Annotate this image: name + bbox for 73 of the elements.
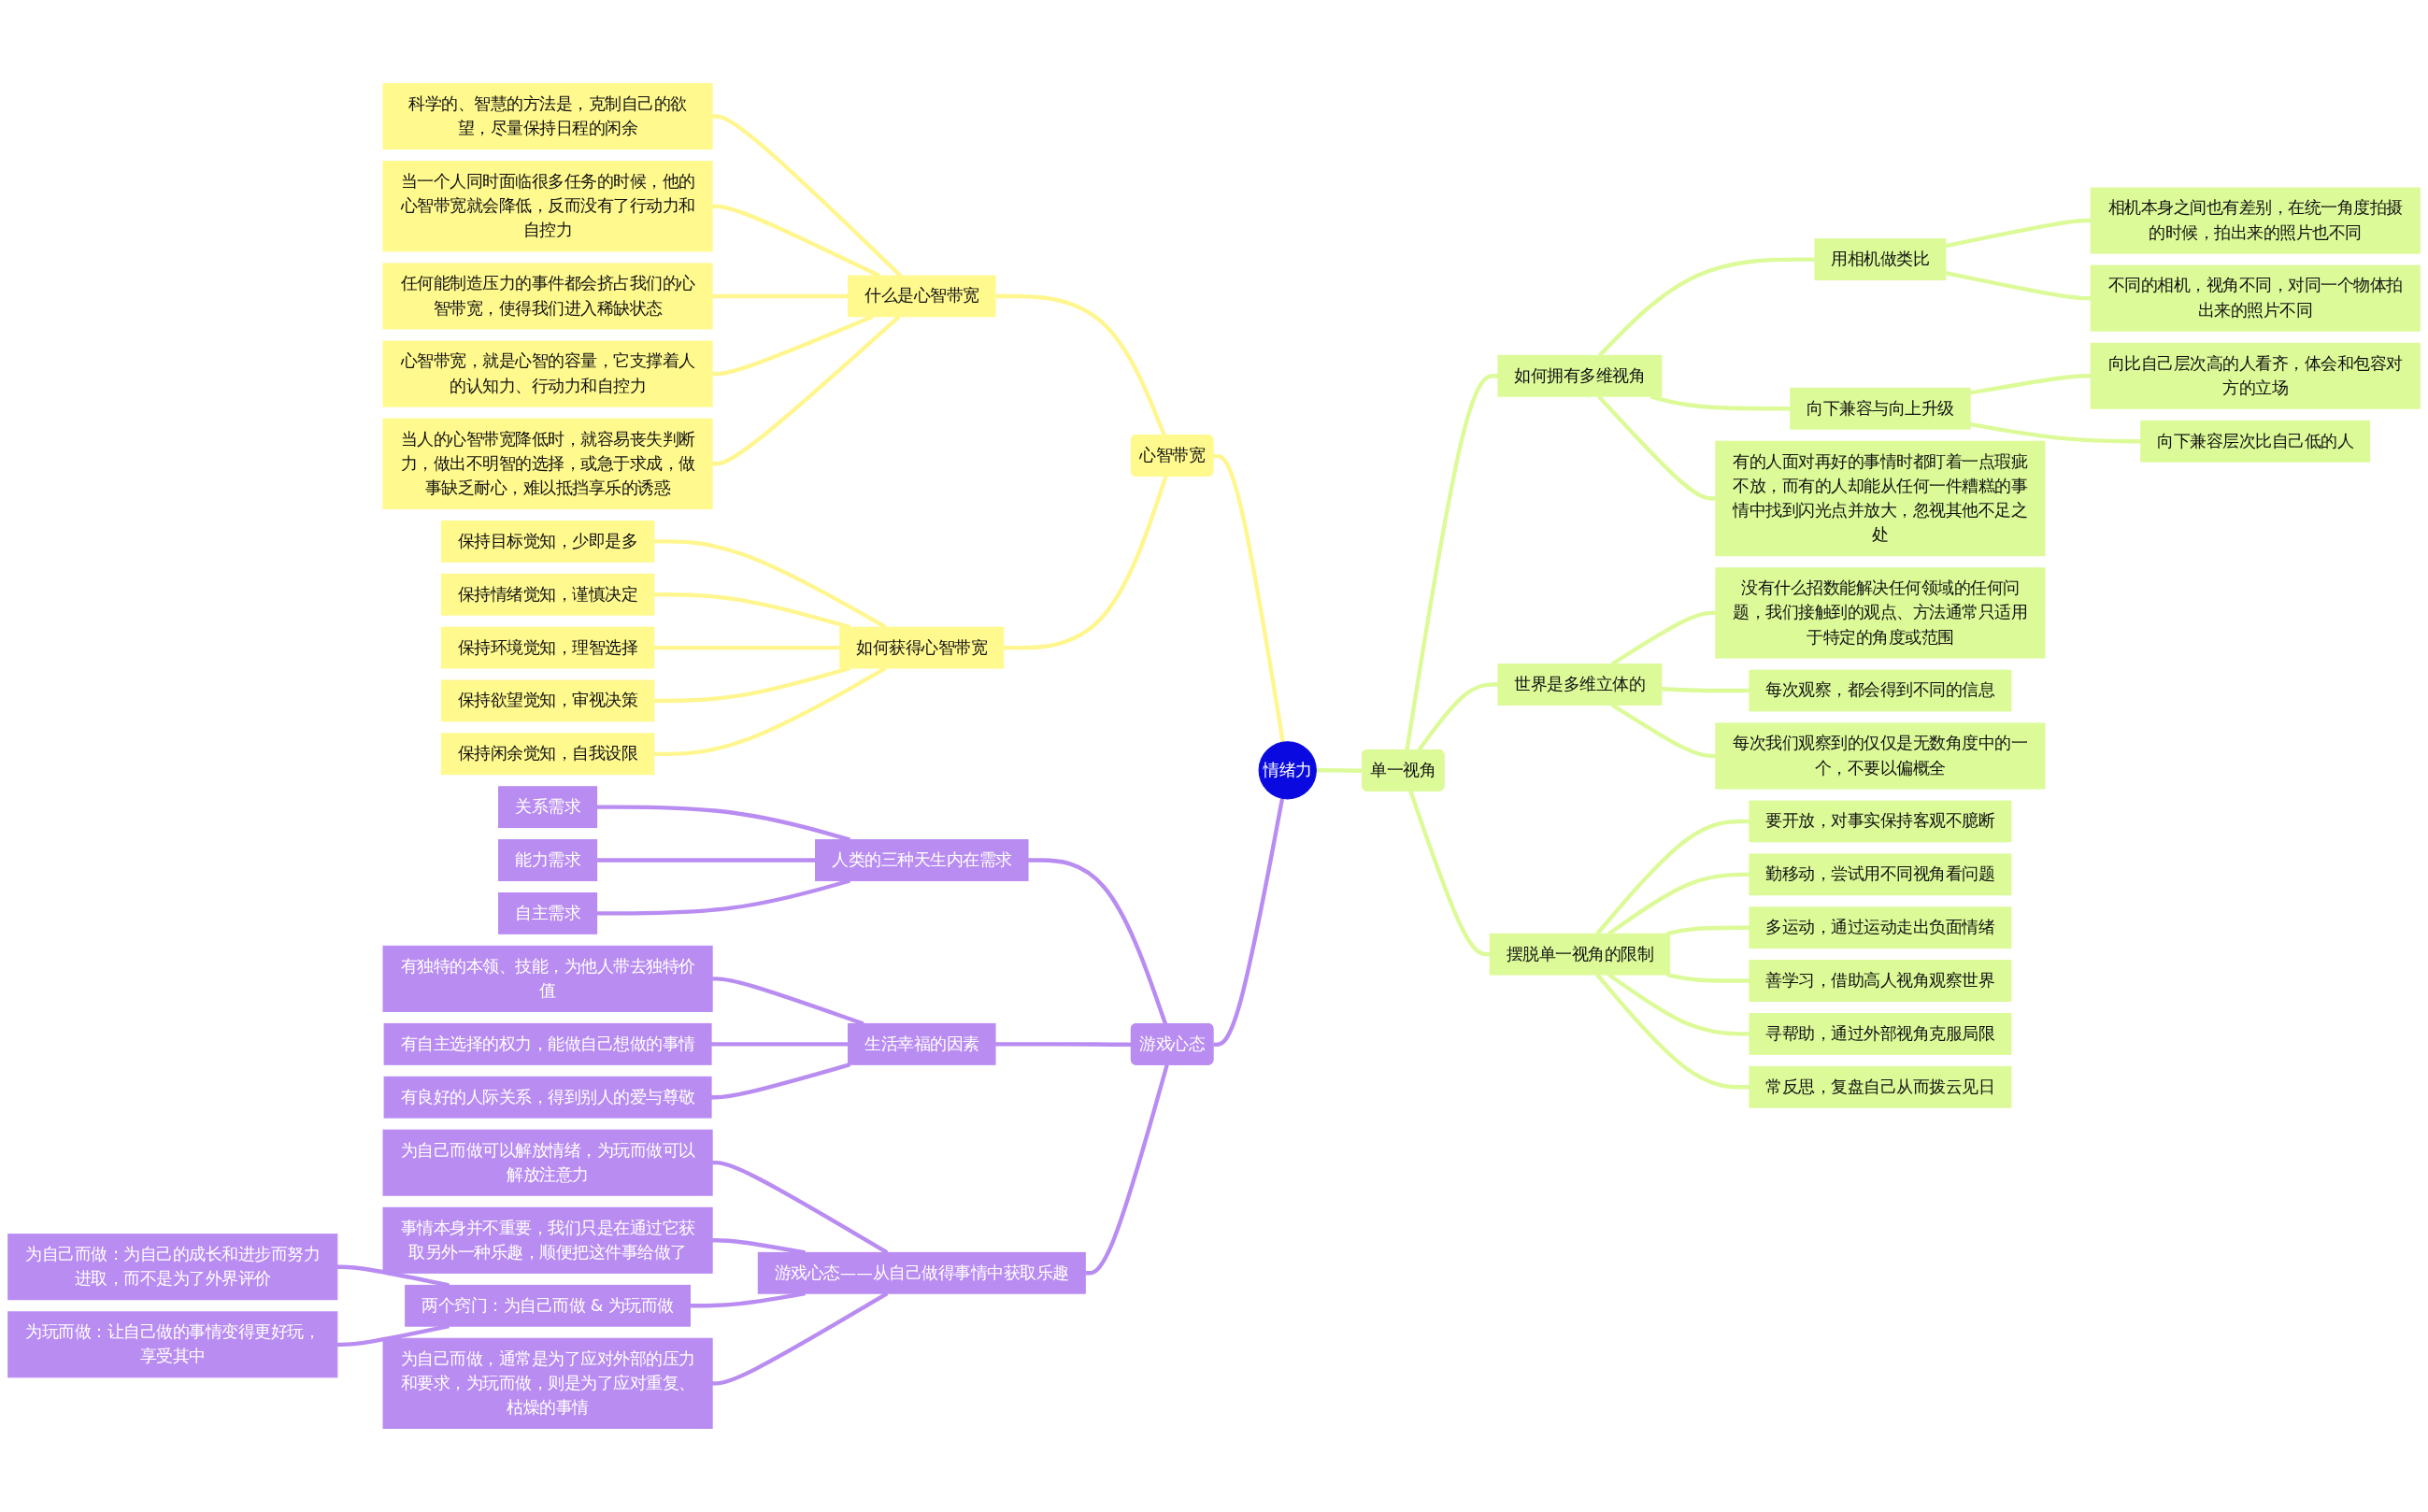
connector <box>1213 453 1285 743</box>
node-box: 勤移动，尝试用不同视角看问题 <box>1749 853 2012 896</box>
node-box: 有自主选择的权力，能做自己想做的事情 <box>383 1022 712 1065</box>
node-box: 两个窍门：为自己而做 & 为玩而做 <box>405 1284 691 1327</box>
node-box: 有的人面对再好的事情时都盯着一点瑕疵不放，而有的人却能从任何一件糟糕的事情中找到闪光点并放大，忽视其他不足之处 <box>1715 440 2046 557</box>
node-box: 当人的心智带宽降低时，就容易丧失判断力，做出不明智的选择，或急于求成，做事缺乏耐心，难以抵挡享乐的诱惑 <box>382 418 713 509</box>
node-box: 生活幸福的因素 <box>848 1022 996 1065</box>
node-box: 任何能制造压力的事件都会挤占我们的心智带宽，使得我们进入稀缺状态 <box>382 263 713 330</box>
connector <box>1085 1064 1169 1276</box>
node-box: 向下兼容与向上升级 <box>1790 387 1971 430</box>
node-box: 事情本身并不重要，我们只是在通过它获取另外一种乐趣，顺便把这件事给做了 <box>382 1206 713 1274</box>
node-box: 为自己而做可以解放情绪，为玩而做可以解放注意力 <box>382 1129 713 1196</box>
node-box: 常反思，复盘自己从而拨云见日 <box>1749 1065 2012 1108</box>
node-box: 如何获得心智带宽 <box>839 626 1005 669</box>
connector <box>1028 858 1168 1025</box>
node-box: 寻帮助，通过外部视角克服局限 <box>1749 1013 2012 1055</box>
node-box: 没有什么招数能解决任何领域的任何问题，我们接触到的观点、方法通常只适用于特定的角度或范围 <box>1715 567 2046 659</box>
connector <box>1595 819 1750 935</box>
node-box: 为自己而做，通常是为了应对外部的压力和要求，为玩而做，则是为了应对重复、枯燥的事情 <box>382 1337 713 1430</box>
node-box: 有独特的本领、技能，为他人带去独特价值 <box>382 945 713 1012</box>
connector <box>596 858 816 863</box>
connector <box>712 293 849 299</box>
node-box: 向比自己层次高的人看齐，体会和包容对方的立场 <box>2090 342 2421 409</box>
node-box: 能力需求 <box>498 839 598 881</box>
node-box: 如何拥有多维视角 <box>1497 354 1663 397</box>
connector <box>1661 687 1750 693</box>
connector <box>1665 925 1750 936</box>
node-box: 关系需求 <box>498 786 598 829</box>
connector <box>1945 270 2092 301</box>
connector <box>711 1063 851 1100</box>
connector <box>1003 476 1168 650</box>
connector <box>653 666 887 756</box>
node-box: 摆脱单一视角的限制 <box>1489 933 1671 976</box>
node-box: 要开放，对事实保持客观不臆断 <box>1749 800 2012 843</box>
connector <box>1650 394 1791 411</box>
node-box: 为自己而做：为自己的成长和进步而努力进取，而不是为了外界评价 <box>7 1234 338 1301</box>
node-box: 保持欲望觉知，审视决策 <box>440 679 655 722</box>
node-box: 每次我们观察到的仅仅是无数角度中的一个，不要以偏概全 <box>1715 722 2046 790</box>
node-box: 什么是心智带宽 <box>848 275 996 318</box>
node-box: 保持情绪觉知，谨慎决定 <box>440 573 655 616</box>
node-box: 游戏心态——从自己做得事情中获取乐趣 <box>757 1251 1086 1294</box>
connector <box>712 315 901 466</box>
node-box: 保持闲余觉知，自我设限 <box>440 733 655 776</box>
connector <box>653 645 840 650</box>
node-box: 当一个人同时面临很多任务的时候，他的心智带宽就会降低，反而没有了行动力和自控力 <box>382 161 713 252</box>
node-box: 相机本身之间也有差别，在统一角度拍摄的时候，拍出来的照片也不同 <box>2090 187 2421 254</box>
connector <box>1213 798 1285 1048</box>
connector <box>1598 257 1815 357</box>
connector <box>712 114 903 278</box>
node-box: 心智带宽，就是心智的容量，它支撑着人的认知力、行动力和自控力 <box>382 340 713 407</box>
connector <box>1607 872 1750 936</box>
node-box: 不同的相机，视角不同，对同一个物体拍出来的照片不同 <box>2090 264 2421 332</box>
connector <box>711 1042 849 1047</box>
connector <box>1408 791 1491 957</box>
node-circle: 情绪力 <box>1258 741 1317 800</box>
connector <box>1945 218 2092 249</box>
node-box: 保持目标觉知，少即是多 <box>440 520 655 563</box>
connector <box>1405 374 1498 751</box>
connector <box>1607 973 1750 1036</box>
node-box: 用相机做类比 <box>1814 238 1947 280</box>
node-box: 人类的三种天生内在需求 <box>815 839 1029 881</box>
connector <box>1665 972 1750 983</box>
node-box: 多运动，通过运动走出负面情绪 <box>1749 906 2012 949</box>
node-box: 世界是多维立体的 <box>1497 663 1663 706</box>
node-box: 科学的、智慧的方法是，克制自己的欲望，尽量保持日程的闲余 <box>382 82 713 150</box>
node-box: 为玩而做：让自己做的事情变得更好玩，享受其中 <box>7 1311 338 1378</box>
connector <box>1595 973 1750 1090</box>
node-box: 每次观察，都会得到不同的信息 <box>1749 669 2012 712</box>
node-box: 保持环境觉知，理智选择 <box>440 626 655 669</box>
node-box: 有良好的人际关系，得到别人的爱与尊敬 <box>383 1076 712 1119</box>
node-box: 自主需求 <box>498 892 598 934</box>
node-box: 向下兼容层次比自己低的人 <box>2140 420 2371 463</box>
node-box: 善学习，借助高人视角观察世界 <box>1749 960 2012 1002</box>
